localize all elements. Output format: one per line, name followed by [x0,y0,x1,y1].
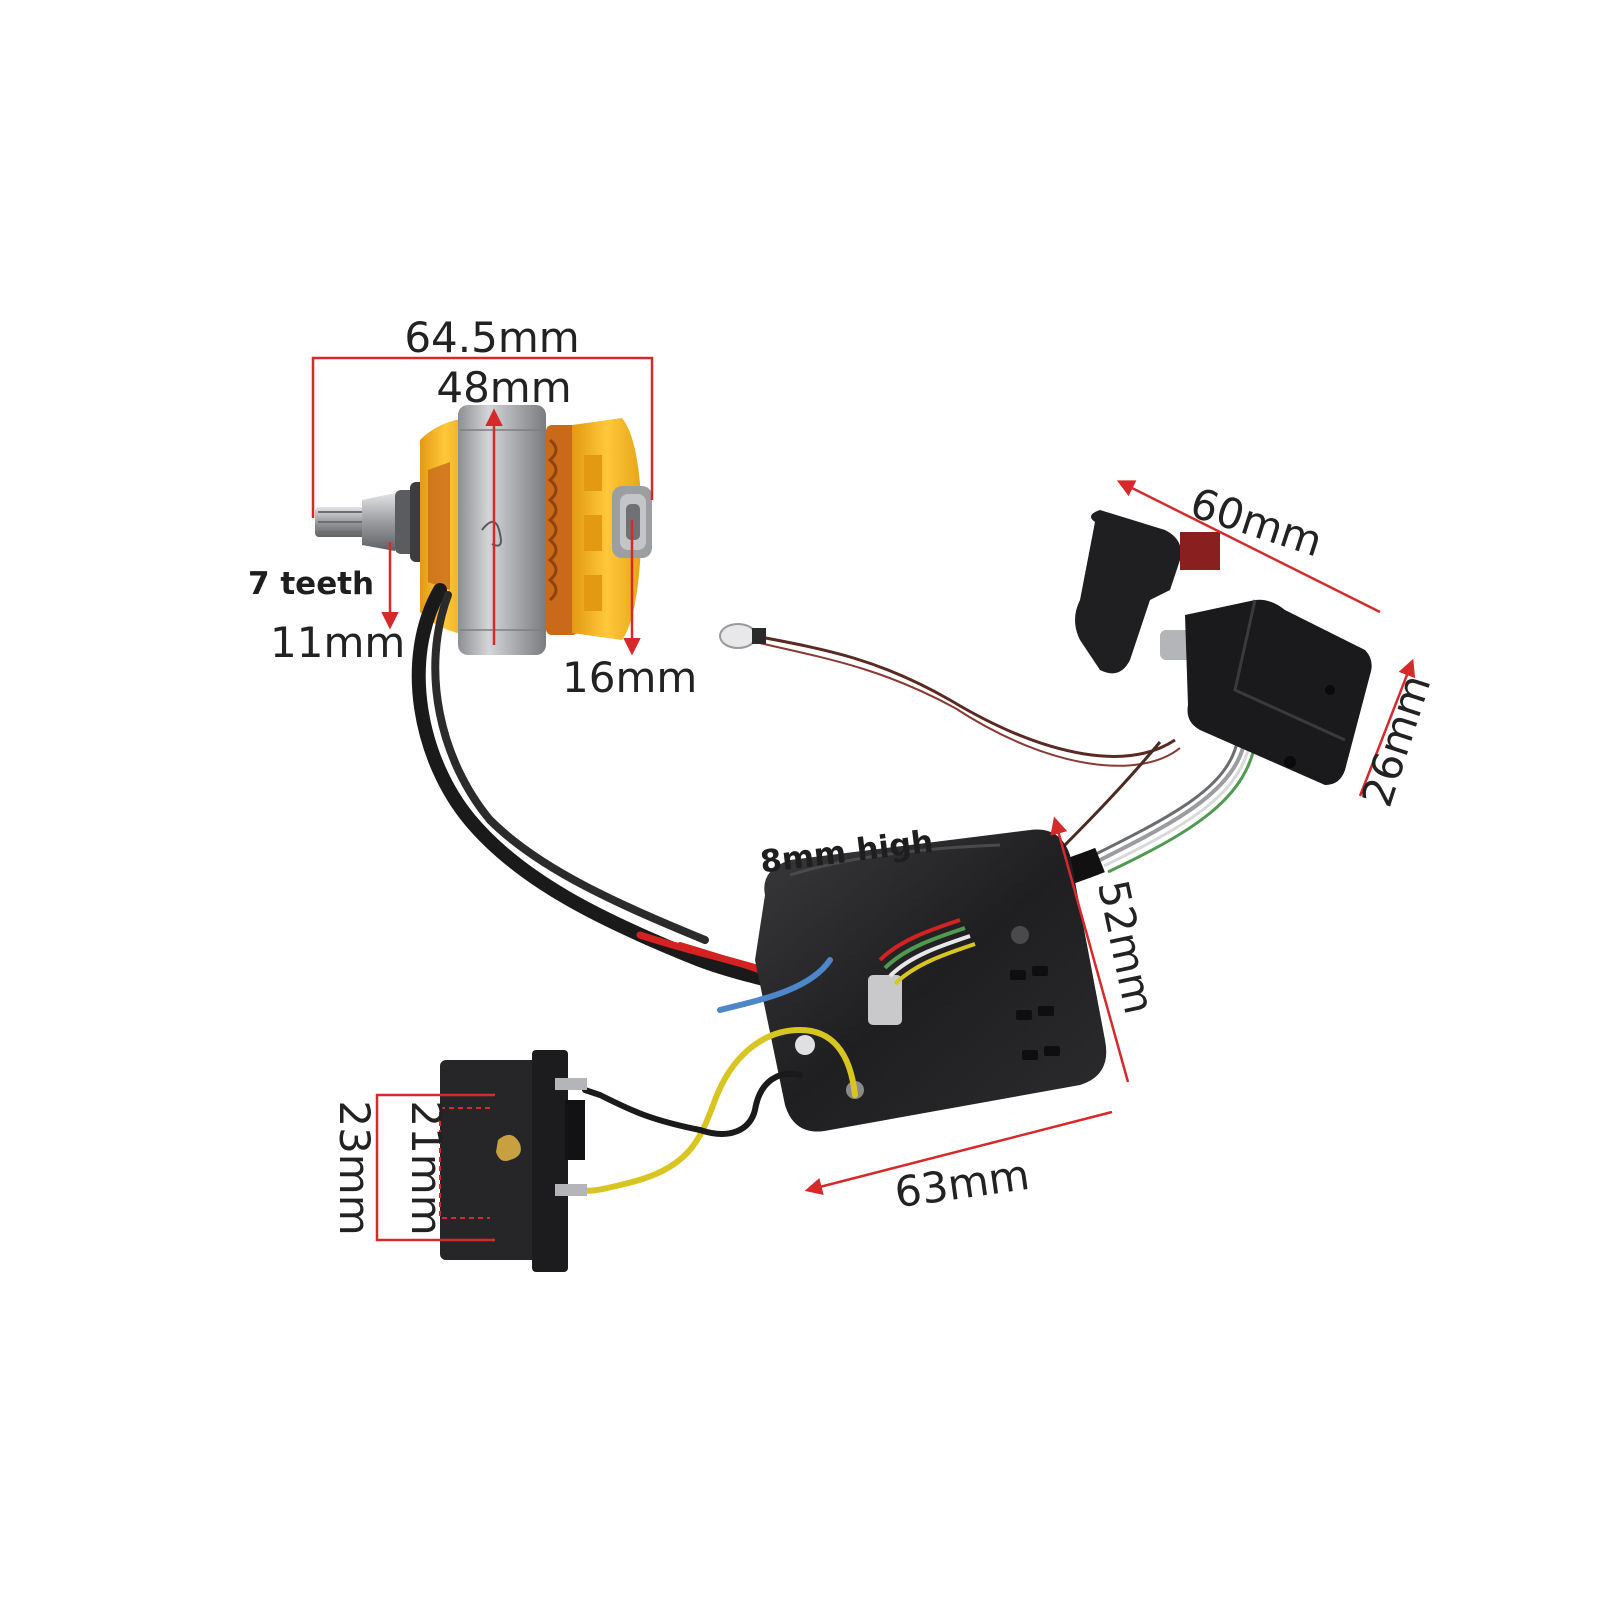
brushless-motor [315,405,652,655]
label-63mm: 63mm [892,1150,1033,1217]
copper-windings [546,425,578,635]
label-52mm: 52mm [1088,876,1164,1019]
stator [458,405,546,655]
label-11mm: 11mm [270,618,405,667]
dimension-lines [311,356,1416,1242]
motor-shaft [315,482,428,562]
label-21mm: 21mm [402,1100,451,1235]
label-7-teeth: 7 teeth [248,566,374,602]
rear-end-cap [572,418,642,640]
label-48mm: 48mm [436,363,571,412]
label-23mm: 23mm [330,1100,379,1235]
label-16mm: 16mm [562,653,697,702]
battery-terminal [440,1050,587,1272]
board-wires [577,957,858,1194]
board-contact-pads [1010,966,1060,1060]
trigger-switch [1075,510,1372,785]
label-64-5mm: 64.5mm [404,313,579,362]
